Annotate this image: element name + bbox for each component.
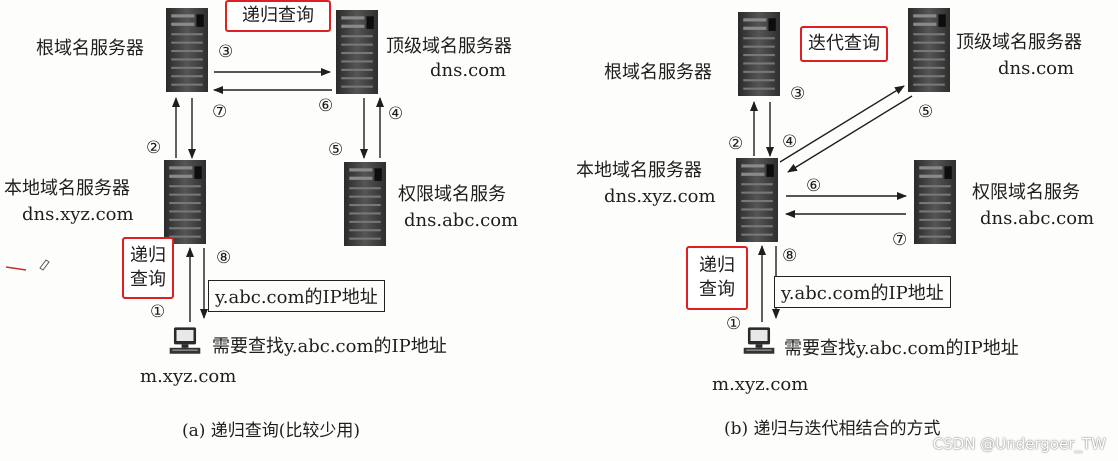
step-8-b: ⑧ xyxy=(782,246,798,266)
client-pc-icon xyxy=(169,327,201,354)
reply-ip-box-b: y.abc.com的IP地址 xyxy=(774,276,951,308)
step-7-b: ⑦ xyxy=(892,230,908,250)
step-5: ⑤ xyxy=(328,140,344,160)
doodle-mark xyxy=(5,266,27,271)
local-server-label: 本地域名服务器 xyxy=(4,178,130,199)
client-host-label: m.xyz.com xyxy=(140,366,237,387)
recursive-query-tag: 递归查询 xyxy=(225,0,331,32)
tld-server-host-b: dns.com xyxy=(998,58,1075,79)
root-server-icon xyxy=(166,8,208,92)
auth-server-host: dns.abc.com xyxy=(404,210,519,231)
caption-b: (b) 递归与迭代相结合的方式 xyxy=(724,419,941,439)
tld-server-label: 顶级域名服务器 xyxy=(386,36,512,57)
client-recursive-tag: 递归 查询 xyxy=(122,237,174,299)
reply-ip-box: y.abc.com的IP地址 xyxy=(208,280,385,312)
request-text: 需要查找y.abc.com的IP地址 xyxy=(212,336,447,357)
client-pc-icon-b xyxy=(743,327,775,354)
local-server-host: dns.xyz.com xyxy=(22,204,134,225)
step-3: ③ xyxy=(218,42,234,62)
caption-a: (a) 递归查询(比较少用) xyxy=(182,421,361,441)
tld-server-icon-b xyxy=(908,8,950,92)
step-3-b: ③ xyxy=(790,84,806,104)
step-1: ① xyxy=(150,302,166,322)
auth-server-label-b: 权限域名服务 xyxy=(972,182,1080,203)
step-4-b: ④ xyxy=(782,132,798,152)
arrow-b-step-4 xyxy=(779,85,905,163)
root-server-label: 根域名服务器 xyxy=(36,38,144,59)
request-text-b: 需要查找y.abc.com的IP地址 xyxy=(784,338,1019,359)
step-7: ⑦ xyxy=(212,102,228,122)
local-server-icon xyxy=(164,160,206,244)
step-1-b: ① xyxy=(726,314,742,334)
iterative-query-tag: 迭代查询 xyxy=(800,26,888,62)
auth-server-host-b: dns.abc.com xyxy=(980,208,1095,229)
tld-server-icon xyxy=(336,10,378,94)
arrow-b-step-5 xyxy=(787,95,913,173)
step-2-b: ② xyxy=(728,134,744,154)
watermark: CSDN @Undergoer_TW xyxy=(932,435,1106,453)
root-server-icon-b xyxy=(738,12,780,96)
step-6: ⑥ xyxy=(318,96,334,116)
client-tag-line-1-b: 递归 xyxy=(699,254,735,276)
auth-server-label: 权限域名服务 xyxy=(398,184,506,205)
client-tag-line-2-b: 查询 xyxy=(699,279,735,300)
client-recursive-tag-b: 递归 查询 xyxy=(686,246,748,310)
step-6-b: ⑥ xyxy=(806,176,822,196)
client-tag-line-1: 递归 xyxy=(130,244,166,266)
auth-server-icon xyxy=(344,162,386,246)
step-5-b: ⑤ xyxy=(918,102,934,122)
step-4: ④ xyxy=(388,104,404,124)
local-server-icon-b xyxy=(736,158,778,242)
tld-server-label-b: 顶级域名服务器 xyxy=(956,32,1082,53)
local-server-host-b: dns.xyz.com xyxy=(604,186,716,207)
step-2: ② xyxy=(146,138,162,158)
pencil-mark-icon xyxy=(39,259,50,271)
client-tag-line-2: 查询 xyxy=(130,269,166,290)
root-server-label-b: 根域名服务器 xyxy=(604,62,712,83)
local-server-label-b: 本地域名服务器 xyxy=(576,160,702,181)
auth-server-icon-b xyxy=(914,160,956,244)
client-host-label-b: m.xyz.com xyxy=(712,374,809,395)
step-8: ⑧ xyxy=(216,248,232,268)
tld-server-host: dns.com xyxy=(430,60,507,81)
